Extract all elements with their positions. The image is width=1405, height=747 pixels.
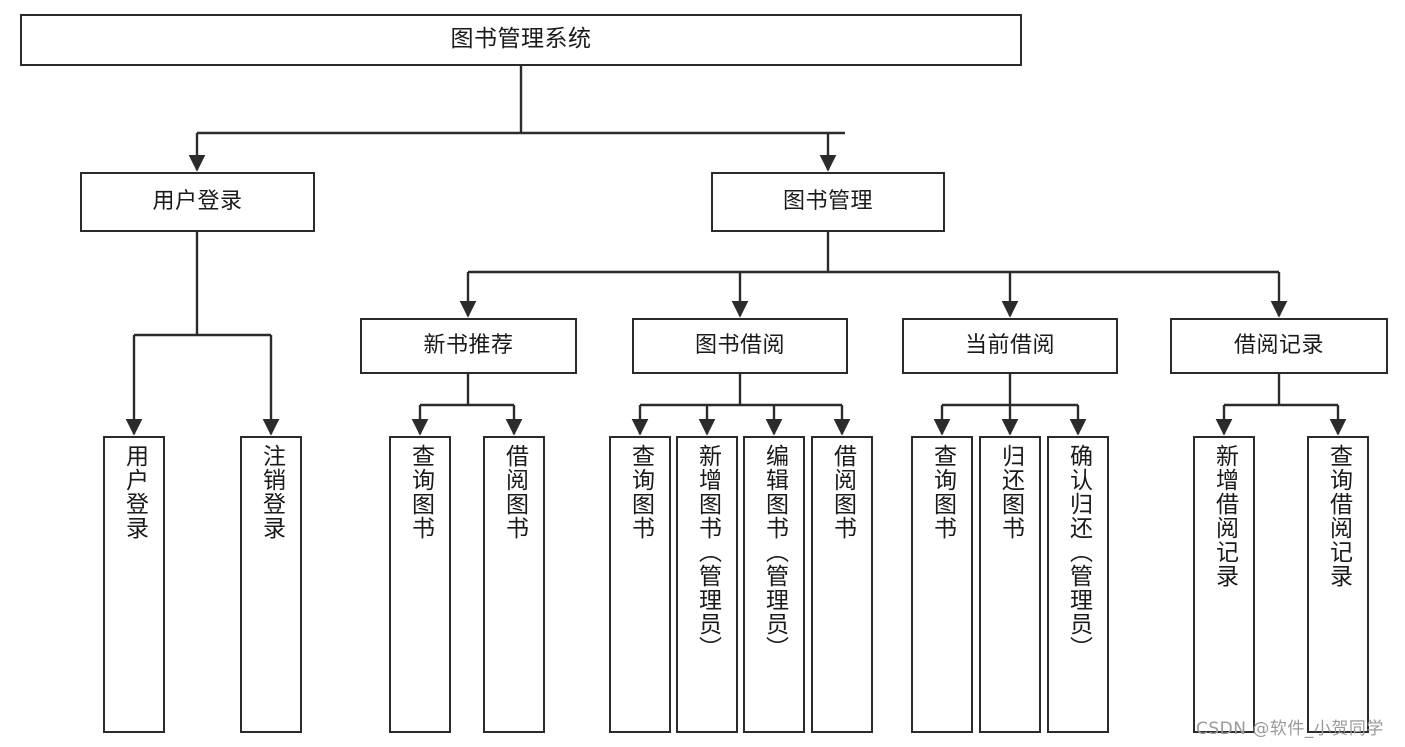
node-label: 新增图书（管理员） <box>694 444 721 660</box>
node-borrow-record[interactable]: 借阅记录 <box>1170 318 1388 374</box>
leaf-current-borrow-query[interactable]: 查询图书 <box>911 436 973 733</box>
leaf-borrow-record-add[interactable]: 新增借阅记录 <box>1193 436 1255 733</box>
node-current-borrow[interactable]: 当前借阅 <box>902 318 1118 374</box>
node-label: 确认归还（管理员） <box>1065 444 1092 660</box>
leaf-book-borrow-borrow[interactable]: 借阅图书 <box>811 436 873 733</box>
node-label: 借阅图书 <box>829 444 856 540</box>
node-label: 用户登录 <box>121 444 148 540</box>
node-label: 查询图书 <box>929 444 956 540</box>
node-book-management[interactable]: 图书管理 <box>711 172 945 232</box>
leaf-current-borrow-confirm-return[interactable]: 确认归还（管理员） <box>1047 436 1109 733</box>
node-label: 用户登录 <box>152 188 243 214</box>
node-label: 注销登录 <box>258 444 285 540</box>
leaf-book-borrow-add[interactable]: 新增图书（管理员） <box>676 436 738 733</box>
node-label: 借阅图书 <box>501 444 528 540</box>
leaf-borrow-record-query[interactable]: 查询借阅记录 <box>1307 436 1369 733</box>
csdn-watermark: CSDN @软件_小贺同学 <box>1196 719 1384 739</box>
node-root-library-system[interactable]: 图书管理系统 <box>20 14 1022 66</box>
node-label: 新增借阅记录 <box>1211 444 1238 588</box>
node-user-login[interactable]: 用户登录 <box>80 172 315 232</box>
node-label: 查询图书 <box>407 444 434 540</box>
node-label: 当前借阅 <box>964 332 1055 358</box>
node-label: 图书借阅 <box>694 332 785 358</box>
node-label: 编辑图书（管理员） <box>761 444 788 660</box>
leaf-book-borrow-edit[interactable]: 编辑图书（管理员） <box>743 436 805 733</box>
node-label: 图书管理 <box>782 188 873 214</box>
node-label: 查询借阅记录 <box>1325 444 1352 588</box>
leaf-book-borrow-query[interactable]: 查询图书 <box>609 436 671 733</box>
leaf-user-login-logout[interactable]: 注销登录 <box>240 436 302 733</box>
leaf-new-book-query[interactable]: 查询图书 <box>389 436 451 733</box>
leaf-current-borrow-return[interactable]: 归还图书 <box>979 436 1041 733</box>
node-label: 查询图书 <box>627 444 654 540</box>
leaf-user-login-login[interactable]: 用户登录 <box>103 436 165 733</box>
node-label: 借阅记录 <box>1233 332 1324 358</box>
node-label: 归还图书 <box>997 444 1024 540</box>
node-label: 图书管理系统 <box>450 26 592 53</box>
node-new-book-recommend[interactable]: 新书推荐 <box>360 318 577 374</box>
leaf-new-book-borrow[interactable]: 借阅图书 <box>483 436 545 733</box>
node-label: 新书推荐 <box>423 332 514 358</box>
node-book-borrow[interactable]: 图书借阅 <box>632 318 848 374</box>
